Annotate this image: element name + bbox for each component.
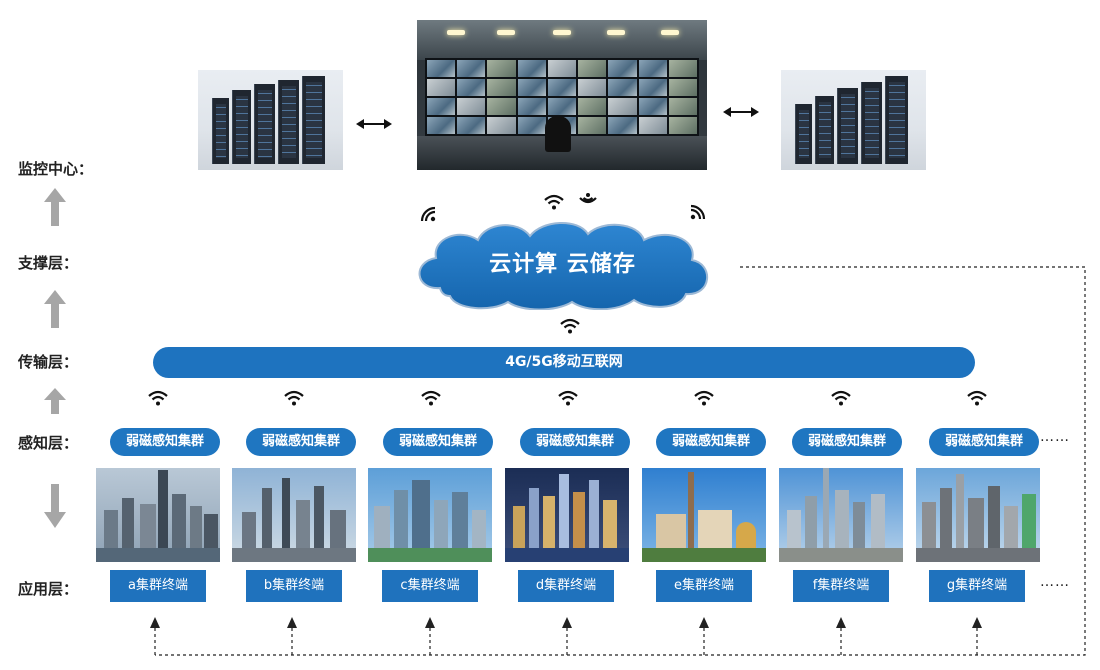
- wifi-icon: [421, 390, 441, 406]
- layer-label-monitoring: 监控中心：: [18, 160, 94, 178]
- up-arrow-icon: [44, 290, 66, 328]
- terminal-box-e: e集群终端: [656, 570, 752, 602]
- wifi-icon: [967, 390, 987, 406]
- wifi-icon: [558, 390, 578, 406]
- terminal-box-b: b集群终端: [246, 570, 342, 602]
- wifi-icon: [831, 390, 851, 406]
- terminal-box-c: c集群终端: [382, 570, 478, 602]
- up-arrow-icon: [44, 188, 66, 226]
- city-photo-d: [505, 468, 629, 562]
- cluster-pill-e: 弱磁感知集群: [656, 428, 766, 456]
- terminal-box-f: f集群终端: [793, 570, 889, 602]
- cluster-pill-g: 弱磁感知集群: [929, 428, 1039, 456]
- layer-label-application: 应用层：: [18, 580, 79, 598]
- signal-icon: [690, 204, 706, 220]
- broadcast-icon: [579, 193, 597, 204]
- double-arrow-icon: [356, 119, 392, 129]
- cluster-pill-b: 弱磁感知集群: [246, 428, 356, 456]
- city-photo-g: [916, 468, 1040, 562]
- signal-icon: [420, 206, 436, 222]
- city-photo-b: [232, 468, 356, 562]
- city-photo-c: [368, 468, 492, 562]
- double-arrow-icon: [723, 107, 759, 117]
- layer-label-support: 支撑层：: [18, 254, 79, 272]
- cluster-pill-f: 弱磁感知集群: [792, 428, 902, 456]
- wifi-icon: [284, 390, 304, 406]
- cloud-label: 云计算 云储存: [489, 252, 636, 277]
- layer-label-perception: 感知层：: [18, 434, 79, 452]
- layer-label-transport: 传输层：: [18, 353, 79, 371]
- more-terminals-ellipsis: ……: [1040, 574, 1070, 590]
- city-photo-a: [96, 468, 220, 562]
- cluster-pill-d: 弱磁感知集群: [520, 428, 630, 456]
- up-arrow-icon: [44, 388, 66, 414]
- terminal-box-g: g集群终端: [929, 570, 1025, 602]
- cluster-pill-a: 弱磁感知集群: [110, 428, 220, 456]
- server-room-photo-left: [198, 70, 343, 170]
- mobile-network-bar: 4G/5G移动互联网: [153, 347, 975, 378]
- wifi-icon: [560, 318, 580, 334]
- wifi-icon: [148, 390, 168, 406]
- server-room-photo-right: [781, 70, 926, 170]
- city-photo-f: [779, 468, 903, 562]
- wifi-icon: [544, 194, 564, 210]
- cloud-computing: 云计算 云储存: [410, 218, 715, 310]
- terminal-box-d: d集群终端: [518, 570, 614, 602]
- monitoring-center-photo: [417, 20, 707, 170]
- terminal-box-a: a集群终端: [110, 570, 206, 602]
- city-photo-e: [642, 468, 766, 562]
- cluster-pill-c: 弱磁感知集群: [383, 428, 493, 456]
- more-clusters-ellipsis: ……: [1040, 429, 1070, 445]
- down-arrow-icon: [44, 484, 66, 528]
- wifi-icon: [694, 390, 714, 406]
